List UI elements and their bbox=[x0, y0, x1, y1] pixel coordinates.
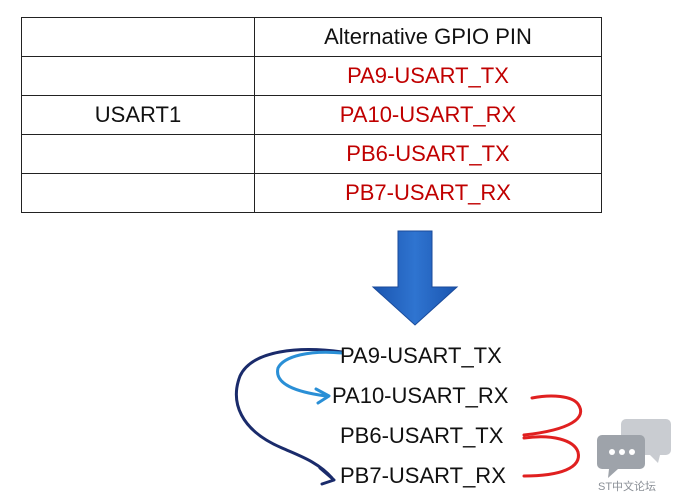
pin-cell: PA10-USART_RX bbox=[254, 95, 602, 135]
arrowhead-pa10 bbox=[314, 387, 331, 405]
connection-line-pb6-pb7 bbox=[522, 435, 580, 478]
pin-table: Alternative GPIO PIN PA9-USART_TX USART1… bbox=[21, 17, 602, 213]
connection-line-pa9-pa10 bbox=[276, 350, 344, 398]
table-row: PB7-USART_RX bbox=[21, 173, 602, 213]
connection-line-pa10-pb6 bbox=[522, 394, 583, 437]
empty-cell bbox=[21, 173, 255, 213]
pin-cell: PA9-USART_TX bbox=[254, 56, 602, 96]
connection-line-pa9-pb7 bbox=[235, 348, 344, 480]
flow-label-pb6: PB6-USART_TX bbox=[340, 423, 504, 448]
flow-label-pa10: PA10-USART_RX bbox=[332, 383, 509, 408]
watermark-text: ST中文论坛 bbox=[598, 481, 657, 493]
arrowhead-pb7 bbox=[318, 466, 336, 486]
pin-cell: PB6-USART_TX bbox=[254, 134, 602, 174]
chat-bubbles-icon bbox=[597, 419, 671, 478]
pin-cell: PB7-USART_RX bbox=[254, 173, 602, 213]
flow-label-pb7: PB7-USART_RX bbox=[340, 463, 506, 488]
peripheral-cell: USART1 bbox=[21, 95, 255, 135]
table-row: USART1 PA10-USART_RX bbox=[21, 95, 602, 135]
flow-label-pa9: PA9-USART_TX bbox=[340, 343, 502, 368]
